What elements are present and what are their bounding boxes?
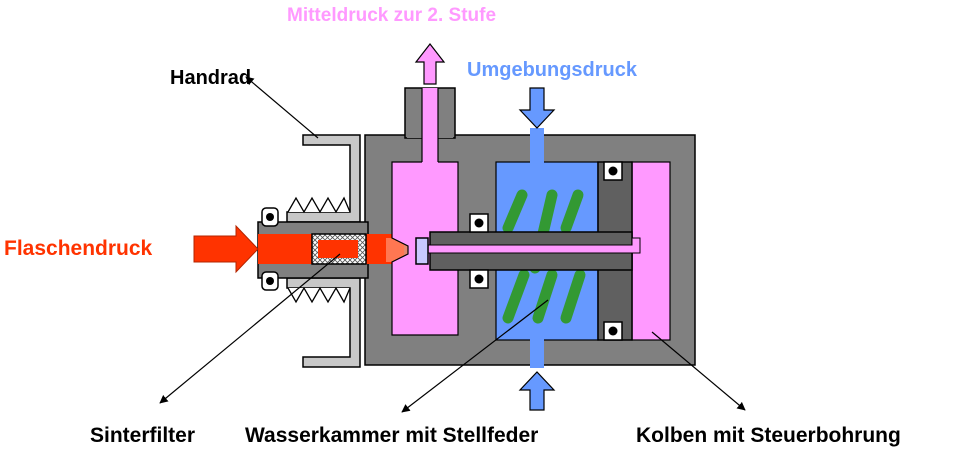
o-rings [469, 161, 623, 341]
label-kolben: Kolben mit Steuerbohrung [636, 424, 901, 447]
flaschendruck-arrow [193, 224, 259, 274]
valve-seat [415, 237, 429, 265]
ambient-port-bottom [530, 338, 544, 368]
leader-handrad [245, 76, 319, 139]
label-umgebungsdruck: Umgebungsdruck [467, 59, 638, 81]
label-wasserkammer: Wasserkammer mit Stellfeder [245, 424, 539, 447]
handrad-top [286, 134, 361, 223]
leader-sinterfilter [159, 253, 341, 404]
label-mitteldruck: Mitteldruck zur 2. Stufe [287, 5, 497, 26]
outlet-channel [422, 88, 438, 164]
label-sinterfilter: Sinterfilter [90, 424, 196, 447]
thread-top [287, 196, 351, 214]
ambient-port-top [530, 128, 544, 164]
mitteldruck-arrow [414, 43, 446, 85]
label-handrad: Handrad [170, 67, 252, 89]
leader-kolben [651, 331, 746, 411]
umgebungsdruck-arrow-bottom [518, 371, 556, 411]
thread-bottom [287, 286, 351, 304]
umgebungsdruck-arrow-top [518, 87, 556, 129]
label-flaschendruck: Flaschendruck [4, 237, 153, 260]
leader-wasserkammer [401, 299, 549, 413]
